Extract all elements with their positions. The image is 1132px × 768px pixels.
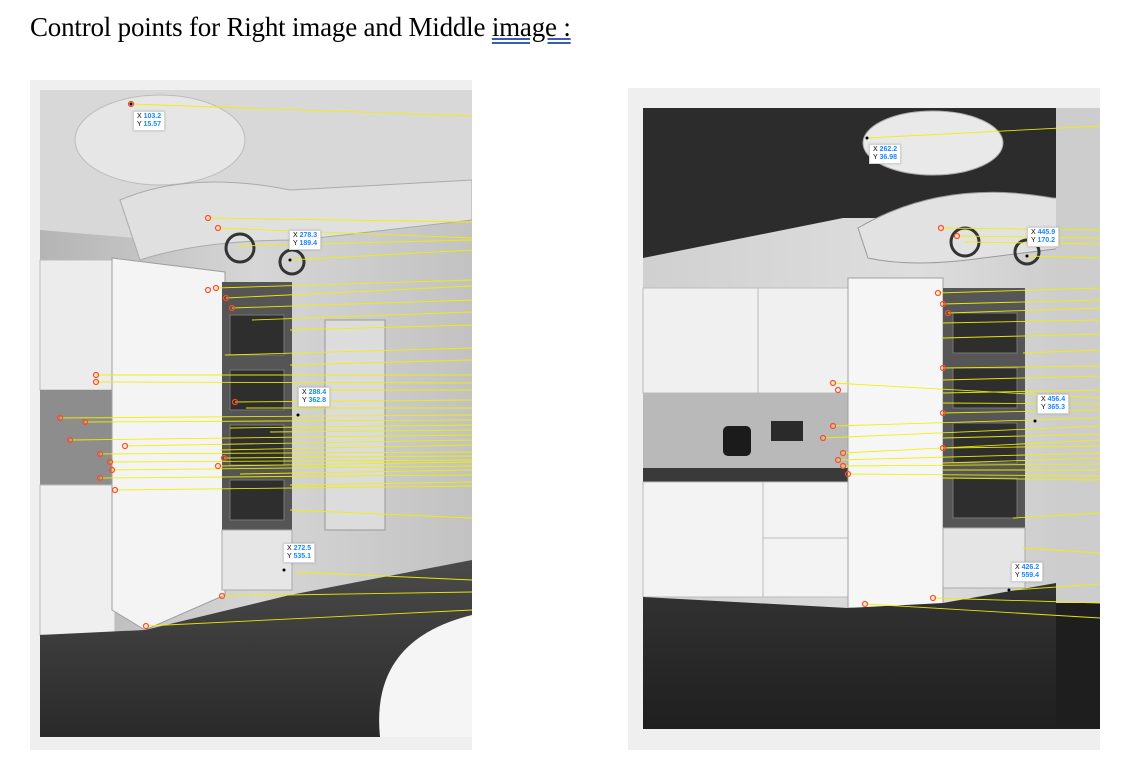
control-points	[56, 100, 239, 630]
floor	[643, 583, 1056, 729]
datatip[interactable]: X 262.2 Y 36.98	[869, 144, 902, 164]
refrigerator	[847, 277, 944, 609]
ceiling-lamp	[74, 94, 246, 186]
control-points	[819, 224, 961, 608]
coffee-machine	[771, 421, 803, 441]
document-heading: Control points for Right image and Middl…	[30, 12, 571, 43]
adjacent-floor	[1056, 603, 1100, 729]
oven	[229, 424, 285, 466]
datatip[interactable]: X 103.2 Y 15.57	[133, 111, 166, 131]
floor	[40, 560, 472, 737]
middle-image-panel: X 262.2 Y 36.98 X 445.9 Y 170.2 X 456.4 …	[628, 88, 1100, 750]
duct-vent	[278, 248, 306, 276]
kettle	[723, 426, 751, 456]
oven	[229, 479, 285, 521]
datatip[interactable]: X 272.5 Y 535.1	[283, 543, 316, 563]
heading-text: Control points for Right image and Middl…	[30, 12, 492, 42]
duct-vent	[224, 232, 256, 264]
refrigerator	[111, 257, 226, 631]
datatip[interactable]: X 288.4 Y 362.8	[298, 387, 331, 407]
cabinet	[221, 529, 293, 591]
datatip[interactable]: X 456.4 Y 365.3	[1037, 394, 1070, 414]
upper-cabinets	[642, 287, 849, 394]
ceiling-lamp	[862, 110, 1004, 176]
right-image-figure[interactable]	[30, 80, 472, 750]
datatip[interactable]: X 426.2 Y 559.4	[1011, 562, 1044, 582]
oven	[229, 369, 285, 411]
oven	[952, 477, 1018, 519]
chair	[379, 615, 472, 737]
microwave	[229, 314, 285, 356]
ventilation-duct	[119, 179, 472, 261]
datatip[interactable]: X 445.9 Y 170.2	[1027, 227, 1060, 247]
middle-image-figure[interactable]	[628, 88, 1100, 750]
datatip[interactable]: X 278.3 Y 189.4	[289, 230, 322, 250]
doorway	[324, 319, 386, 531]
datatip-anchors	[129, 102, 300, 572]
lower-cabinet	[39, 484, 116, 636]
datatip-anchors	[865, 136, 1037, 592]
heading-link-text[interactable]: image :	[491, 12, 571, 42]
match-lines	[59, 103, 472, 627]
right-image-panel: X 103.2 Y 15.57 X 278.3 Y 189.4 X 288.4 …	[30, 80, 472, 750]
upper-cabinet	[39, 259, 116, 391]
countertop	[643, 468, 848, 482]
microwave	[952, 312, 1018, 354]
oven	[952, 367, 1018, 409]
lower-cabinets	[642, 481, 849, 598]
